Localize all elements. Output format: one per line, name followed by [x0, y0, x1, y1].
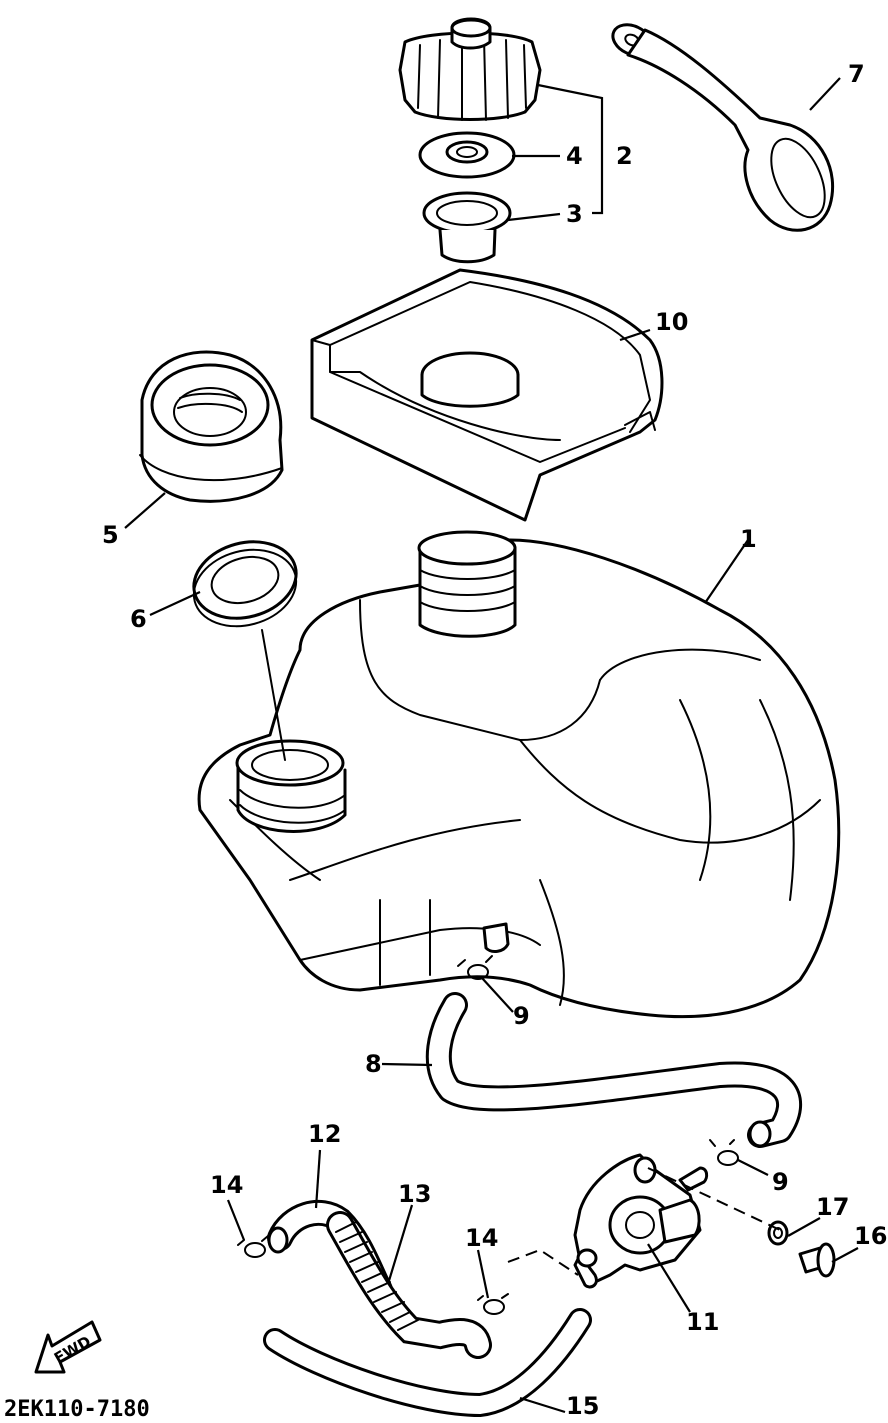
alignment-line-cock-screw [647, 1167, 781, 1231]
callout-12: 12 [308, 1120, 341, 1148]
callout-3: 3 [566, 200, 583, 228]
filler-gasket [192, 540, 298, 628]
cap-key-band [611, 23, 835, 232]
filler-nut [139, 350, 284, 503]
callout-13: 13 [398, 1180, 431, 1208]
callout-6: 6 [130, 605, 147, 633]
hose-clip-cock [709, 1139, 739, 1166]
alignment-line-hose-cock [507, 1248, 579, 1276]
callout-8: 8 [365, 1050, 382, 1078]
bracket-cap-assembly [537, 83, 604, 215]
screw [798, 1242, 836, 1278]
callout-9-cock: 9 [772, 1168, 789, 1196]
cap-strainer [422, 191, 512, 264]
fuel-tank [197, 530, 841, 1019]
callout-2: 2 [616, 142, 633, 170]
callout-10: 10 [655, 308, 688, 336]
callout-16: 16 [854, 1222, 887, 1250]
callout-14-left: 14 [210, 1171, 243, 1199]
tank-cover [310, 268, 664, 522]
leader-lines [124, 77, 859, 1414]
callout-15: 15 [566, 1392, 599, 1420]
callout-1: 1 [740, 525, 757, 553]
hose-protector-spring [326, 1211, 492, 1359]
hose-clip-left [237, 1235, 269, 1258]
callout-9-tank: 9 [513, 1002, 530, 1030]
callout-14-middle: 14 [465, 1224, 498, 1252]
callout-4: 4 [566, 142, 583, 170]
fwd-arrow-icon: FWD [34, 1320, 102, 1374]
cap-gasket [418, 131, 516, 179]
hose-clip-middle [477, 1293, 509, 1315]
callout-11: 11 [686, 1308, 719, 1336]
hose-clip-tank [457, 955, 493, 980]
diagram-code: 2EK110-7180 [4, 1397, 150, 1422]
callout-7: 7 [848, 60, 865, 88]
alignment-line-gasket [261, 629, 286, 761]
breather-hose [425, 992, 802, 1148]
fuel-cock [573, 1153, 709, 1289]
fuel-cap [398, 17, 542, 121]
callout-17: 17 [816, 1193, 849, 1221]
callout-5: 5 [102, 521, 119, 549]
fuel-hose-long [263, 1308, 592, 1418]
